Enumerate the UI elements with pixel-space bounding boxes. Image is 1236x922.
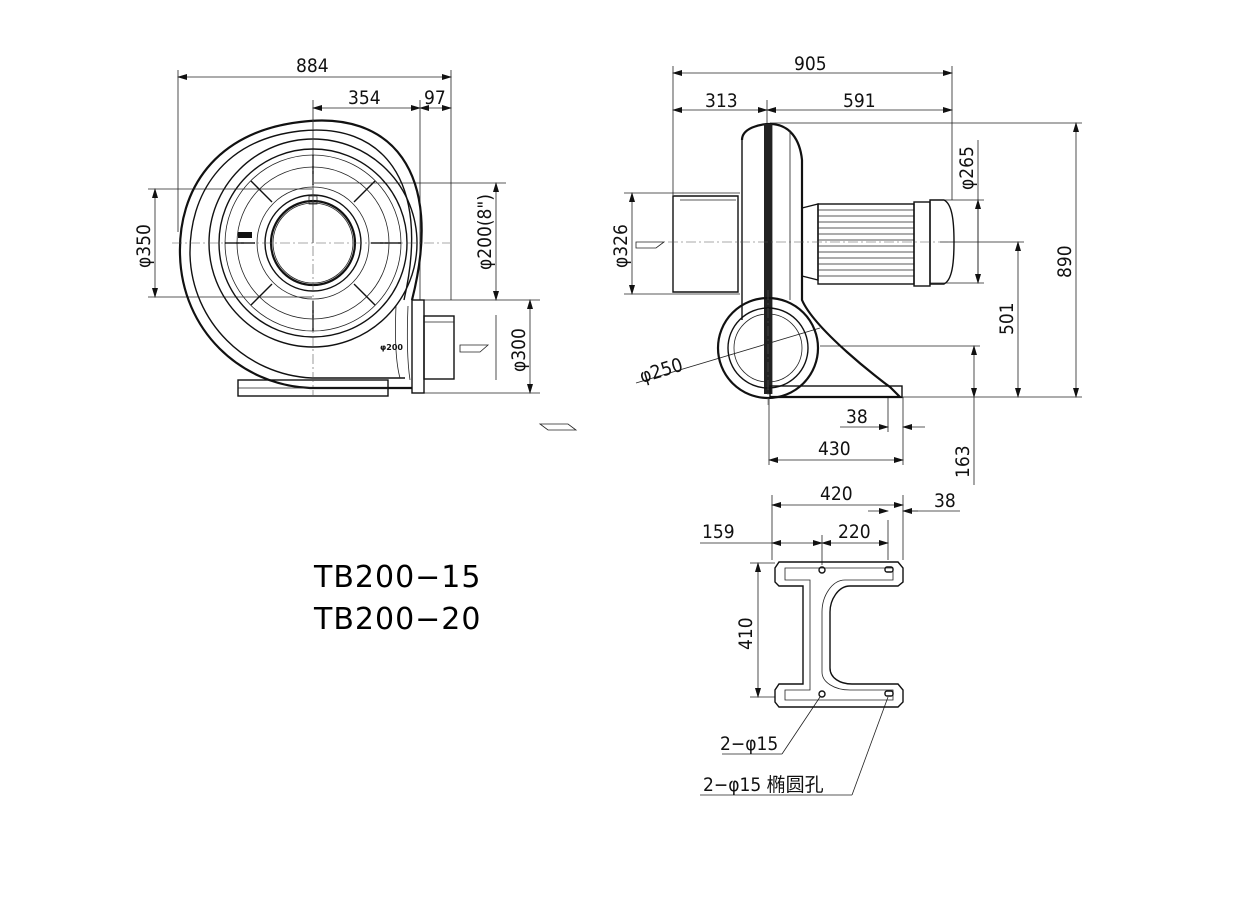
dim-phi250: φ250 (637, 354, 685, 388)
dim-phi265: φ265 (956, 146, 978, 190)
dim-159: 159 (702, 521, 735, 543)
side-view: 905 313 591 φ265 φ326 890 501 φ250 38 43… (610, 53, 1082, 485)
dim-220: 220 (838, 521, 871, 543)
dim-354: 354 (348, 87, 381, 109)
dim-38-base: 38 (934, 490, 956, 512)
dim-163: 163 (952, 445, 974, 478)
front-view: 884 354 97 φ350 φ200(8") φ300 φ200 (133, 55, 578, 431)
dim-430: 430 (818, 438, 851, 460)
dim-410: 410 (735, 617, 757, 650)
dim-501: 501 (996, 302, 1018, 335)
side-body (635, 122, 960, 405)
dim-97: 97 (424, 87, 446, 109)
dim-phi350: φ350 (133, 224, 155, 268)
motor-fins (818, 209, 914, 277)
base-view: 420 38 159 220 410 2−φ15 2−φ15 椭圆孔 (700, 483, 960, 796)
model-name-1: TB200−15 (314, 560, 482, 595)
dim-phi326: φ326 (610, 224, 632, 268)
dim-phi200: φ200(8") (474, 194, 496, 270)
dim-890: 890 (1054, 245, 1076, 278)
dim-313: 313 (705, 90, 738, 112)
dim-420: 420 (820, 483, 853, 505)
base-dim-lines (700, 495, 960, 796)
outlet-tag: φ200 (380, 343, 403, 352)
model-name-2: TB200−20 (314, 602, 482, 637)
dim-38-side: 38 (846, 406, 868, 428)
label-round-holes: 2−φ15 (720, 733, 778, 755)
front-volute (172, 119, 578, 431)
dim-905: 905 (794, 53, 827, 75)
dim-591: 591 (843, 90, 876, 112)
dim-884: 884 (296, 55, 329, 77)
base-plate (774, 561, 904, 708)
dim-phi300: φ300 (508, 328, 530, 372)
side-dim-lines (624, 66, 1082, 485)
label-oval-holes: 2−φ15 椭圆孔 (703, 774, 824, 796)
